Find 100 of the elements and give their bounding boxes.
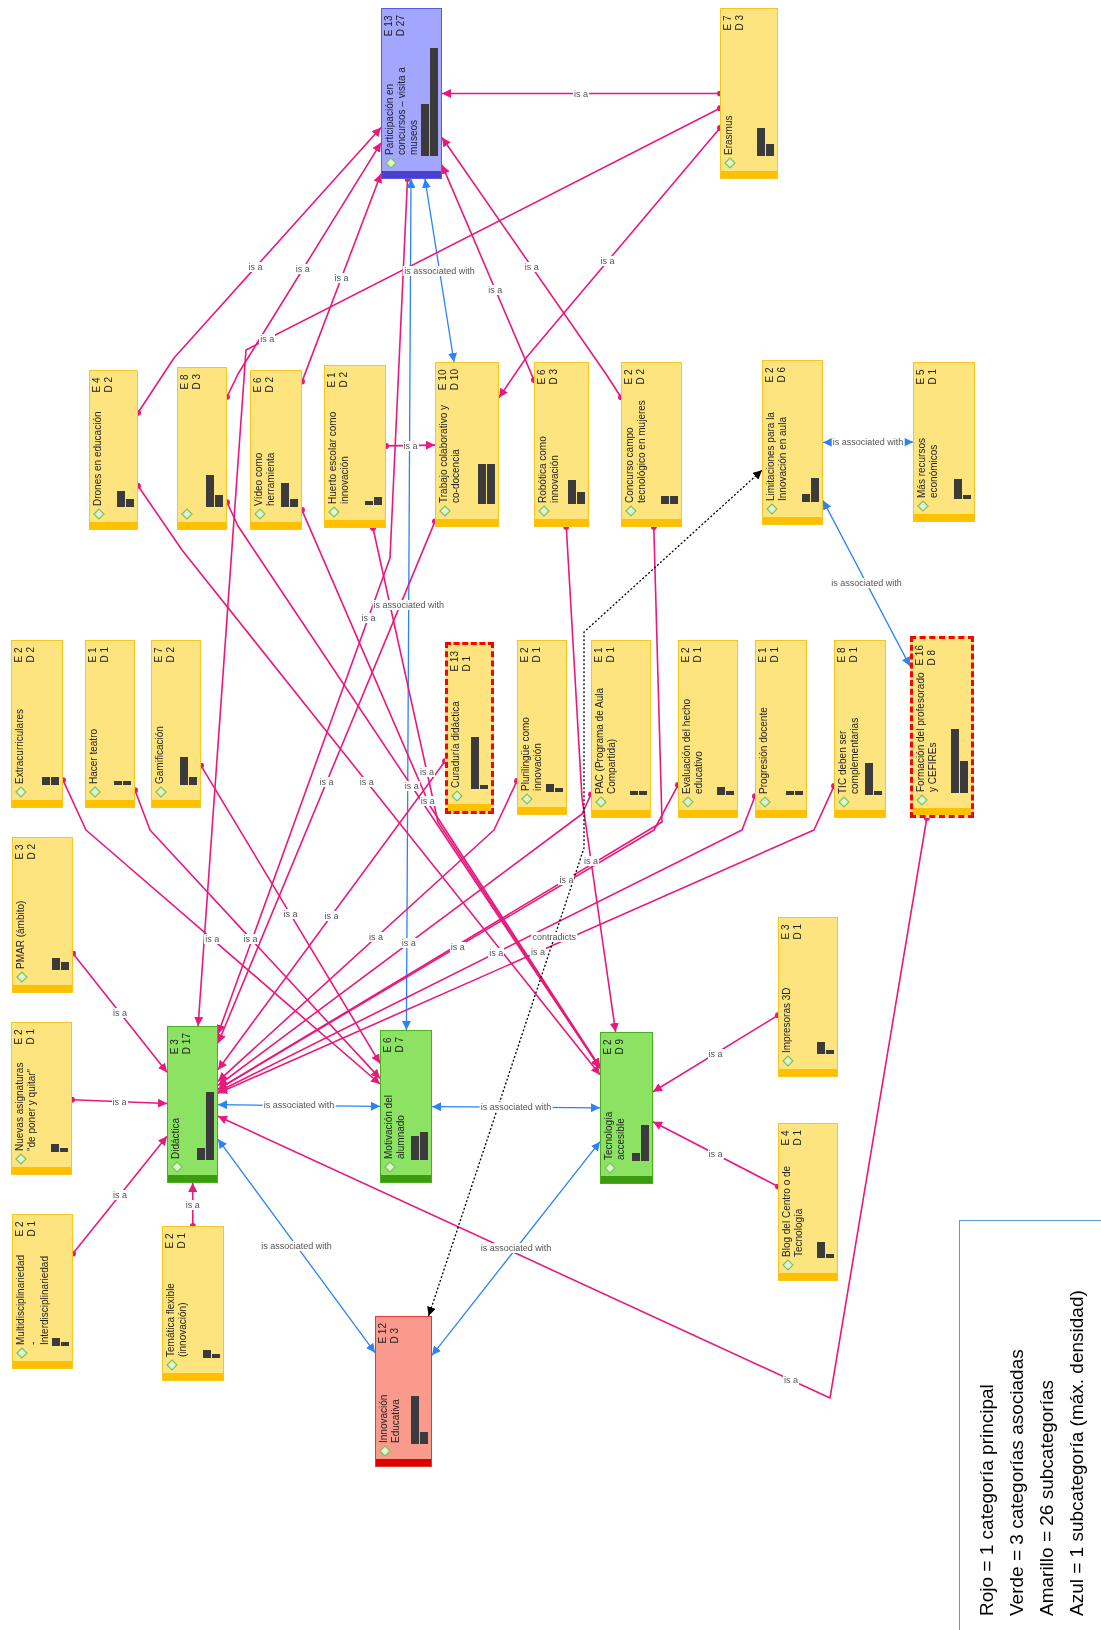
count-label: D 1	[927, 369, 939, 385]
edge-label: is a	[294, 264, 311, 275]
category-card	[910, 636, 974, 818]
legend-text: Verde = 3 categorías asociadas	[1005, 1349, 1028, 1616]
category-card	[600, 1032, 653, 1184]
edge-label: is a	[323, 910, 340, 921]
edge-label: is a	[247, 262, 264, 273]
count-label: E 8	[179, 374, 191, 390]
category-title: PAC (Programa de Aula Compartida)	[594, 687, 618, 794]
category-card	[834, 640, 886, 818]
arrow	[421, 178, 458, 363]
arrow	[427, 469, 763, 1317]
category-card	[534, 362, 589, 527]
category-title: Progresión docente	[758, 706, 770, 794]
count-label: D 3	[389, 1328, 401, 1344]
edge-label: is a	[419, 767, 435, 778]
arrow	[822, 499, 911, 667]
category-title: Drones en educación	[92, 410, 104, 506]
count-label: D 3	[191, 374, 203, 390]
count-label: E 2	[14, 1221, 26, 1237]
count-label: D 1	[531, 647, 543, 663]
arrow	[401, 178, 416, 1031]
count-label: D 2	[338, 372, 350, 388]
category-title: Formación del profesorado y CEFIREs	[915, 672, 939, 792]
category-title: Participación en concursos – visita a museos	[384, 66, 420, 155]
edge-label: is associated with	[403, 265, 476, 276]
edge-label: is a	[333, 272, 350, 283]
count-label: D 1	[692, 647, 704, 663]
count-label: E 4	[780, 1130, 792, 1146]
category-card	[89, 370, 138, 530]
count-label: D 9	[614, 1039, 626, 1055]
count-label: D 2	[264, 377, 276, 393]
edge-label: is a	[403, 781, 420, 792]
edge-label: is a	[358, 776, 375, 787]
category-card	[11, 640, 63, 808]
count-label: D 3	[548, 369, 560, 385]
count-label: D 27	[395, 15, 407, 37]
edge-label: is a	[707, 1048, 724, 1059]
edge-label: is associated with	[262, 1100, 336, 1111]
count-label: E 7	[722, 15, 734, 31]
category-title: Limitaciones para la Innovación en aula	[765, 411, 789, 501]
edge-label: contradicts	[531, 932, 578, 943]
category-card	[177, 367, 227, 530]
count-label: D 1	[848, 647, 860, 663]
category-title: Trabajo colaborativo y co-docencia	[438, 404, 462, 503]
category-card	[380, 1030, 432, 1183]
count-label: E 6	[536, 369, 548, 385]
count-label: E 1	[87, 647, 99, 663]
category-card	[12, 1214, 73, 1369]
count-label: E 4	[91, 377, 103, 393]
category-title: Didáctica	[170, 1116, 182, 1159]
category-title: Impresoras 3D	[781, 986, 793, 1053]
arrow	[217, 1138, 376, 1354]
edge-label: is a	[360, 612, 377, 623]
edge-label: is a	[184, 1199, 201, 1210]
edge-label: is a	[707, 1149, 724, 1160]
category-card	[678, 640, 738, 818]
category-title: Blog del Centro o de Tecnología	[781, 1164, 805, 1257]
count-label: E 3	[780, 924, 792, 940]
count-label: E 16	[914, 645, 926, 666]
edge-label: is a	[530, 946, 547, 957]
count-label: E 6	[252, 377, 264, 393]
arrow	[431, 1141, 601, 1356]
edge-label: is associated with	[260, 1240, 333, 1251]
category-card	[162, 1226, 224, 1381]
edge-label: is a	[111, 1096, 128, 1107]
count-label: E 1	[593, 647, 605, 663]
edge-label: is a	[368, 932, 385, 943]
category-title: PMAR (ámbito)	[15, 899, 27, 969]
legend-text: Rojo = 1 categoría principal	[975, 1384, 998, 1616]
count-label: E 3	[169, 1039, 181, 1055]
edge-label: is a	[523, 262, 540, 273]
edge-label: is a	[487, 284, 504, 295]
category-title: Innovación Educativa	[378, 1393, 402, 1443]
category-card	[151, 640, 201, 808]
count-label: D 1	[769, 647, 781, 663]
category-card	[755, 640, 807, 818]
count-label: D 2	[635, 369, 647, 385]
category-card	[621, 362, 682, 527]
edge-label: is a	[112, 1007, 128, 1018]
count-label: E 3	[14, 844, 26, 860]
category-title: Evaluación del hecho educativo	[681, 697, 705, 794]
category-card	[762, 360, 823, 525]
count-label: E 7	[153, 647, 165, 663]
count-label: D 1	[26, 1221, 38, 1237]
count-label: D 1	[605, 647, 617, 663]
count-label: E 2	[764, 367, 776, 383]
count-label: D 1	[461, 656, 473, 672]
category-title: Motivación del alumnado	[383, 1094, 407, 1159]
category-title: Gamificación	[154, 725, 166, 784]
count-label: E 1	[757, 647, 769, 663]
count-label: D 10	[449, 369, 461, 391]
count-label: E 13	[383, 15, 395, 37]
category-card	[250, 370, 302, 530]
count-label: E 5	[915, 369, 927, 385]
count-label: D 17	[181, 1033, 193, 1055]
edge-label: is a	[112, 1189, 128, 1200]
count-label: E 2	[164, 1233, 176, 1249]
category-card	[778, 1123, 838, 1281]
category-title: Hacer teatro	[88, 727, 100, 784]
